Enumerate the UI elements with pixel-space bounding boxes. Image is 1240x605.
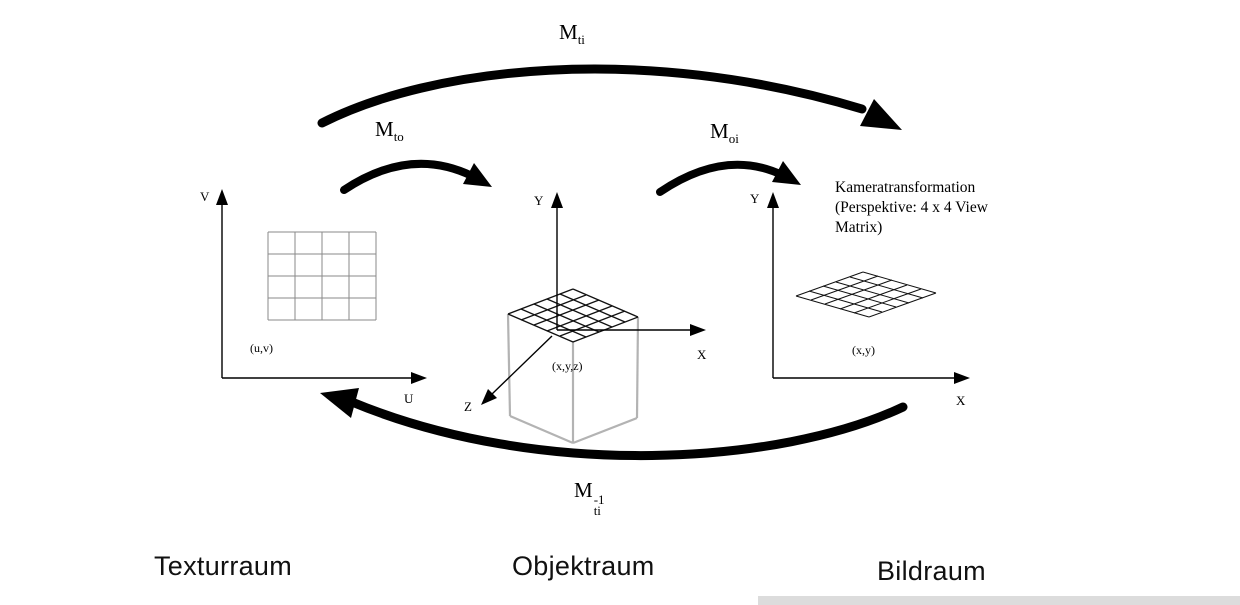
texture-axis-u-label: U <box>404 391 414 406</box>
label-m-ti-inverse-sup: -1 <box>593 492 605 507</box>
object-x-arrowhead <box>690 324 706 336</box>
texture-coords-label: (u,v) <box>250 341 273 355</box>
label-m-to-sub: to <box>393 129 404 145</box>
image-x-arrowhead <box>954 372 970 384</box>
texture-space-axes <box>216 189 427 384</box>
texture-axis-v-label: V <box>200 189 210 204</box>
title-bildraum: Bildraum <box>877 556 986 586</box>
arrow-m-ti-head <box>860 99 902 130</box>
object-axis-z-label: Z <box>464 399 472 414</box>
arrow-m-ti-inverse-curve <box>320 388 908 461</box>
image-space-axes <box>767 192 970 384</box>
image-coords-label: (x,y) <box>852 343 875 357</box>
object-y-arrowhead <box>551 192 563 208</box>
arrow-m-to-curve <box>340 159 492 194</box>
object-z-axis <box>490 335 553 396</box>
object-coords-label: (x,y,z) <box>552 359 583 373</box>
texture-u-arrowhead <box>411 372 427 384</box>
object-top-grid <box>507 288 639 343</box>
arrow-m-to-head <box>463 163 492 187</box>
title-objektraum: Objektraum <box>512 551 655 581</box>
arrow-m-ti-inverse-path <box>347 397 908 461</box>
label-m-oi-sub: oi <box>728 131 739 147</box>
label-m-to: Mto <box>375 117 404 145</box>
image-axis-y-label: Y <box>750 191 760 206</box>
arrow-m-ti-path <box>317 64 867 128</box>
object-z-arrowhead <box>481 389 497 405</box>
title-texturraum: Texturraum <box>154 551 293 581</box>
object-axis-y-label: Y <box>534 193 544 208</box>
arrow-m-ti-inverse-head <box>320 388 359 418</box>
arrow-m-oi-curve <box>656 160 801 196</box>
arrow-m-oi-head <box>772 161 801 185</box>
camera-transformation-note: Kameratransformation (Perspektive: 4 x 4… <box>835 178 1035 237</box>
label-m-oi: Moi <box>710 119 739 147</box>
object-axis-x-label: X <box>697 347 707 362</box>
label-m-ti-inverse-sub: ti <box>593 503 601 519</box>
arrow-m-ti-curve <box>317 64 902 130</box>
texture-v-arrowhead <box>216 189 228 205</box>
texture-grid <box>267 231 377 321</box>
image-y-arrowhead <box>767 192 779 208</box>
label-m-ti-sub: ti <box>577 32 585 48</box>
object-space-axes <box>481 192 706 405</box>
image-axis-x-label: X <box>956 393 966 408</box>
object-cube <box>506 313 640 445</box>
arrow-m-oi-path <box>656 160 786 196</box>
camera-note-line2: (Perspektive: 4 x 4 View <box>835 198 988 216</box>
camera-note-line3: Matrix) <box>835 218 883 236</box>
label-m-ti: Mti <box>559 20 585 48</box>
image-grid <box>795 271 937 318</box>
arrow-m-to-path <box>340 159 476 194</box>
bottom-gray-strip <box>758 596 1240 605</box>
camera-note-line1: Kameratransformation <box>835 179 976 196</box>
